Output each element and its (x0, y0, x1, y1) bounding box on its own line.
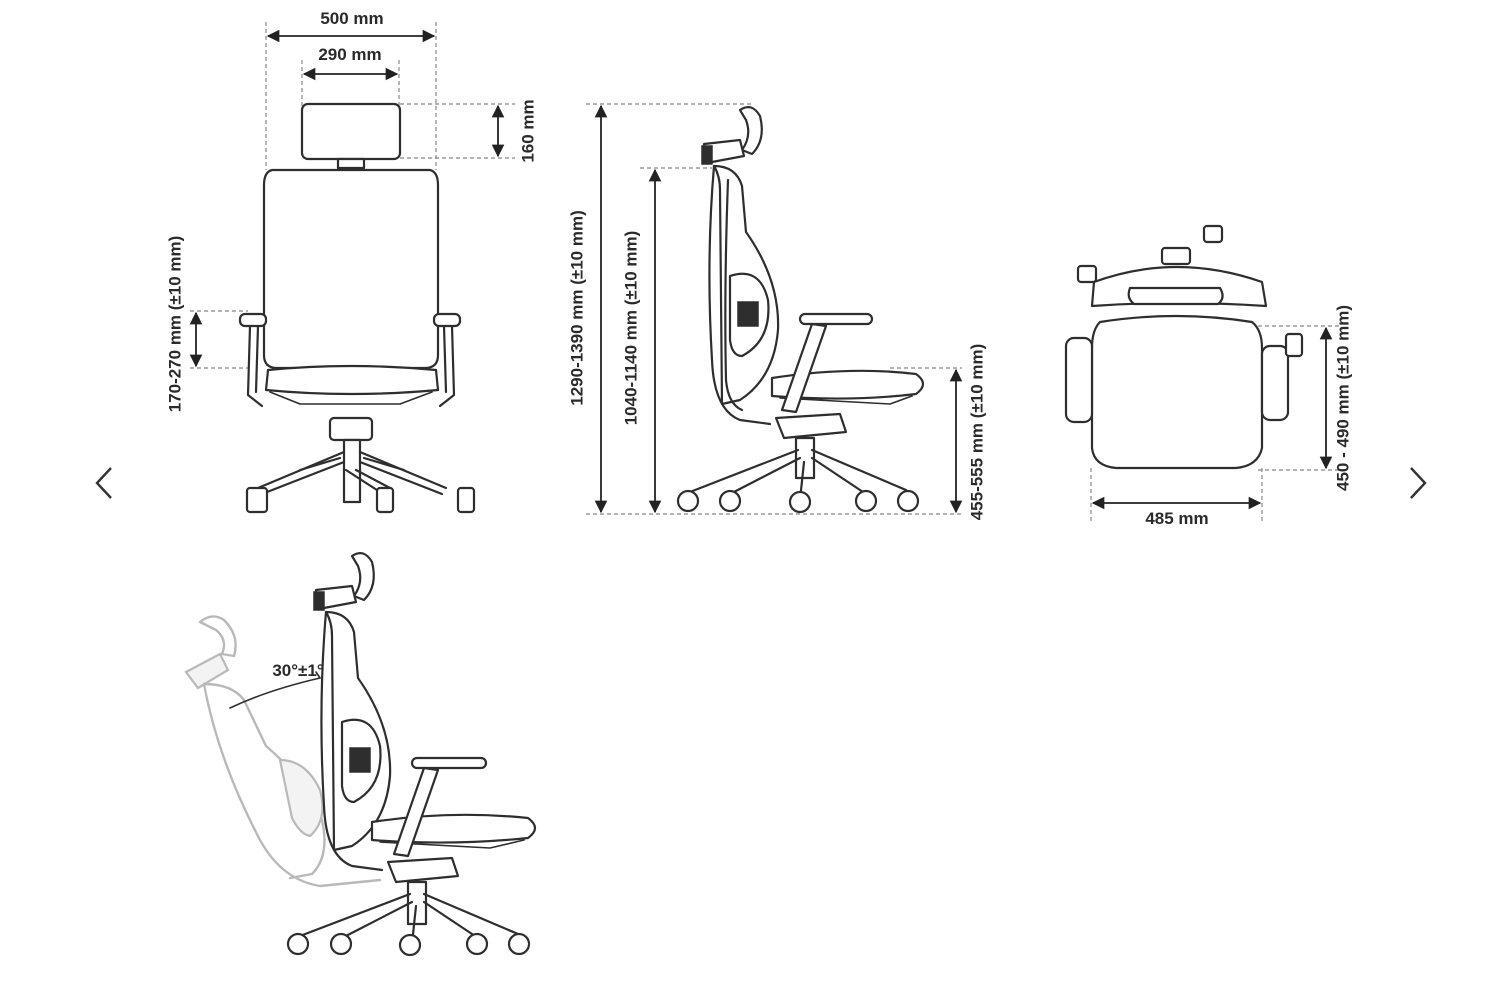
next-slide-button[interactable] (1398, 455, 1438, 511)
backrest-height-label: 1040-1140 mm (±10 mm) (621, 231, 640, 426)
recline-view: 30°±1° (184, 551, 537, 957)
top-view: 485 mm 450 - 490 mm (±10 mm) (1064, 224, 1352, 528)
side-view: 1290-1390 mm (±10 mm) 1040-1140 mm (±10 … (567, 103, 986, 521)
armrest-adjust-label: 170-270 mm (±10 mm) (165, 236, 184, 413)
prev-slide-button[interactable] (84, 455, 124, 511)
seat-height-label: 455-555 mm (±10 mm) (967, 344, 986, 521)
chevron-right-icon (1410, 467, 1427, 499)
seat-depth-label: 450 - 490 mm (±10 mm) (1333, 305, 1352, 491)
overall-width-label: 500 mm (320, 9, 383, 28)
recline-angle-label: 30°±1° (272, 661, 323, 680)
chevron-left-icon (95, 467, 112, 499)
front-view: 500 mm 290 mm 160 mm 170-270 mm (±10 mm) (165, 9, 537, 514)
overall-height-label: 1290-1390 mm (±10 mm) (567, 210, 586, 406)
headrest-height-label: 160 mm (518, 99, 537, 162)
seat-width-label: 485 mm (1145, 509, 1208, 528)
headrest-width-label: 290 mm (318, 45, 381, 64)
